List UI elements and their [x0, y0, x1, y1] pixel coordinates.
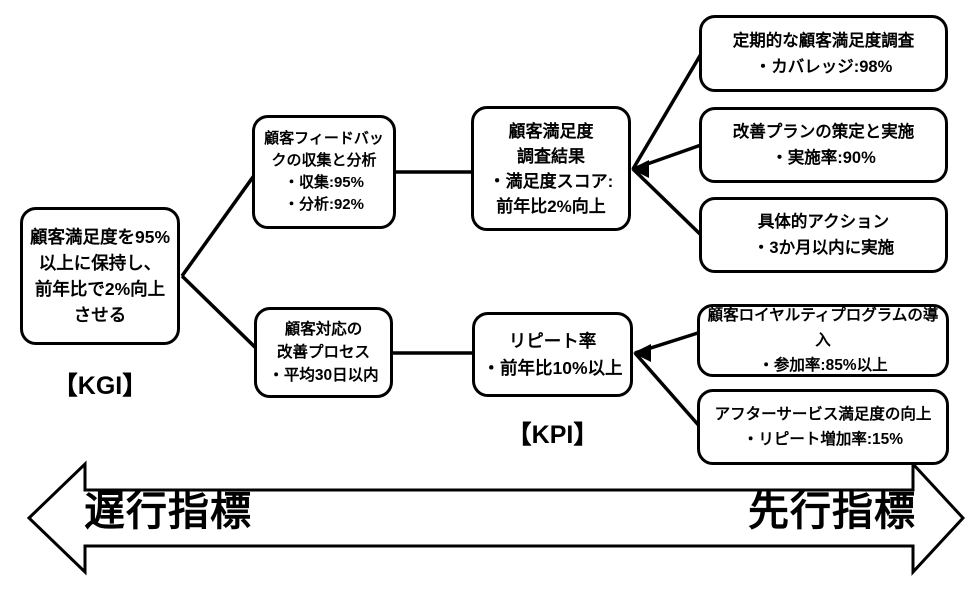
- connector-kgi-feedback: [180, 168, 260, 278]
- node-loyalty-program-text: 顧客ロイヤルティプログラムの導入 ・参加率:85%以上: [707, 307, 939, 374]
- lagging-indicator-label: 遅行指標: [84, 488, 252, 534]
- node-response-improvement-process-text: 顧客対応の 改善プロセス ・平均30日以内: [268, 321, 379, 384]
- connector-after-repeat: [633, 351, 703, 430]
- connector-periodic-survey: [631, 53, 703, 170]
- node-improvement-plan: 改善プランの策定と実施 ・実施率:90%: [699, 107, 948, 183]
- connector-kgi-process: [180, 274, 262, 354]
- node-feedback-collection-text: 顧客フィードバッ クの収集と分析 ・収集:95% ・分析:92%: [264, 130, 384, 213]
- node-kgi-goal-text: 顧客満足度を95% 以上に保持し、 前年比で2%向上 させる: [29, 227, 171, 325]
- node-loyalty-program: 顧客ロイヤルティプログラムの導入 ・参加率:85%以上: [697, 304, 949, 377]
- kpi-label: 【KPI】: [506, 421, 599, 449]
- double-arrow-icon: [26, 460, 966, 576]
- leading-indicator-label: 先行指標: [748, 488, 916, 534]
- connector-action-survey: [631, 167, 703, 237]
- node-periodic-survey-text: 定期的な顧客満足度調査 ・カバレッジ:98%: [732, 31, 915, 76]
- kgi-label: 【KGI】: [52, 372, 148, 400]
- arrowhead-into-survey-icon: [631, 160, 649, 178]
- node-concrete-action-text: 具体的アクション ・3か月以内に実施: [752, 213, 895, 257]
- node-concrete-action: 具体的アクション ・3か月以内に実施: [699, 197, 948, 273]
- node-satisfaction-survey-results: 顧客満足度 調査結果 ・満足度スコア: 前年比2%向上: [471, 106, 631, 231]
- node-satisfaction-survey-results-text: 顧客満足度 調査結果 ・満足度スコア: 前年比2%向上: [488, 121, 614, 216]
- node-repeat-rate-text: リピート率 ・前年比10%以上: [482, 330, 623, 378]
- node-periodic-survey: 定期的な顧客満足度調査 ・カバレッジ:98%: [699, 15, 948, 92]
- node-feedback-collection: 顧客フィードバッ クの収集と分析 ・収集:95% ・分析:92%: [252, 115, 396, 229]
- node-repeat-rate: リピート率 ・前年比10%以上: [472, 312, 633, 397]
- node-response-improvement-process: 顧客対応の 改善プロセス ・平均30日以内: [254, 307, 393, 398]
- node-after-service-satisfaction-text: アフターサービス満足度の向上 ・リピート増加率:15%: [714, 406, 932, 448]
- node-kgi-goal: 顧客満足度を95% 以上に保持し、 前年比で2%向上 させる: [20, 207, 180, 345]
- node-improvement-plan-text: 改善プランの策定と実施 ・実施率:90%: [732, 123, 915, 167]
- node-after-service-satisfaction: アフターサービス満足度の向上 ・リピート増加率:15%: [697, 389, 949, 465]
- arrowhead-into-repeat-icon: [633, 344, 651, 362]
